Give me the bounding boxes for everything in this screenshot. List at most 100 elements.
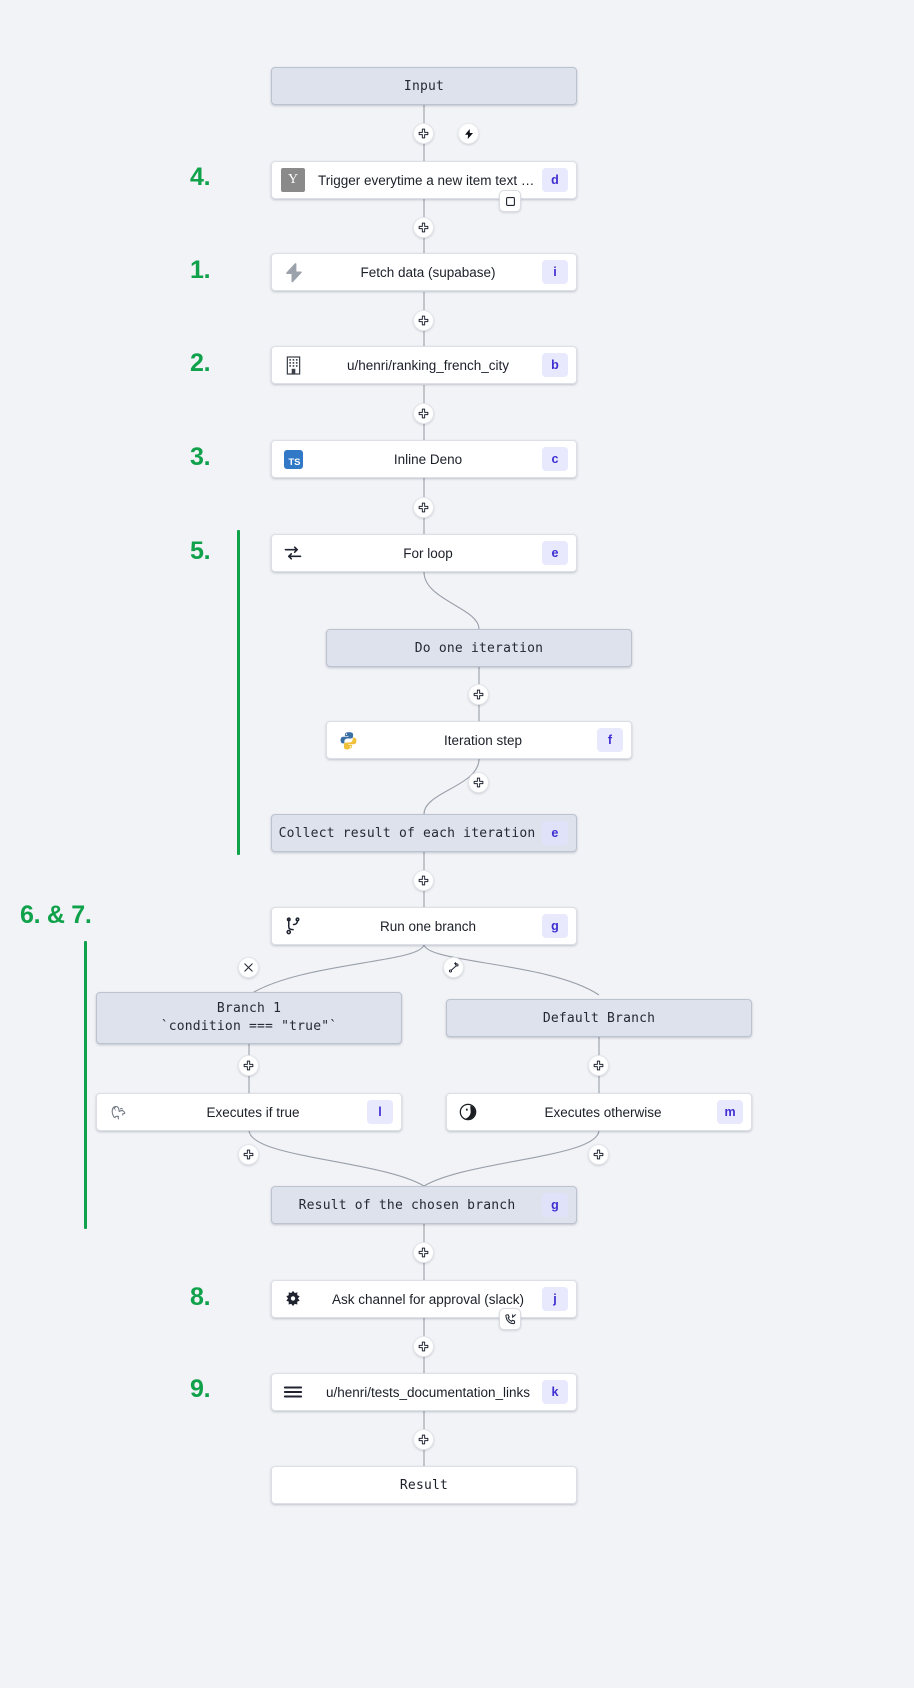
add-step-handle-after-tests-docs[interactable] (413, 1429, 434, 1450)
node-iteration-step[interactable]: Iteration step f (326, 721, 632, 759)
node-ranking-french-city-label: u/henri/ranking_french_city (346, 357, 510, 373)
node-ranking-french-city[interactable]: u/henri/ranking_french_city b (271, 346, 577, 384)
node-iteration-step-badge: f (597, 728, 623, 752)
node-result-of-chosen-branch[interactable]: Result of the chosen branch g (271, 1186, 577, 1224)
delete-branch-handle[interactable] (238, 957, 259, 978)
plus-handle-icon (418, 1341, 429, 1352)
node-executes-otherwise-badge: m (717, 1100, 743, 1124)
plus-handle-icon (473, 689, 484, 700)
node-result-of-chosen-branch-badge: g (542, 1193, 568, 1217)
node-ask-approval-badge: j (542, 1287, 568, 1311)
node-run-one-branch-badge: g (542, 914, 568, 938)
node-ask-approval[interactable]: Ask channel for approval (slack) j (271, 1280, 577, 1318)
building-icon (272, 347, 314, 383)
node-run-one-branch[interactable]: Run one branch g (271, 907, 577, 945)
add-step-handle-after-ranking[interactable] (413, 403, 434, 424)
node-tests-documentation-links-badge: k (542, 1380, 568, 1404)
node-result-label: Result (399, 1477, 449, 1493)
node-run-one-branch-label: Run one branch (379, 918, 477, 934)
node-input[interactable]: Input (271, 67, 577, 105)
typescript-icon: TS (272, 441, 314, 477)
node-default-branch[interactable]: Default Branch (446, 999, 752, 1037)
add-step-handle-after-iteration[interactable] (468, 772, 489, 793)
gear-icon-glyph (286, 1290, 300, 1306)
step-number-2: 2. (190, 349, 211, 377)
node-inline-deno[interactable]: TS Inline Deno c (271, 440, 577, 478)
node-trigger[interactable]: Y Trigger everytime a new item text o… d (271, 161, 577, 199)
add-step-handle-after-chosen[interactable] (413, 1242, 434, 1263)
add-step-handle-after-trigger[interactable] (413, 217, 434, 238)
node-inline-deno-badge: c (542, 447, 568, 471)
step-number-1: 1. (190, 256, 211, 284)
plus-handle-icon (418, 128, 429, 139)
step-number-8: 8. (190, 1283, 211, 1311)
trigger-bolt-handle[interactable] (458, 123, 479, 144)
node-branch-1-condition: `condition === "true"` (160, 1019, 338, 1034)
node-executes-otherwise-label: Executes otherwise (544, 1104, 662, 1120)
yaml-y-icon: Y (272, 162, 314, 198)
node-result-of-chosen-branch-label: Result of the chosen branch (298, 1197, 516, 1213)
node-fetch-data-label: Fetch data (supabase) (360, 264, 496, 280)
incoming-call-icon (504, 1313, 516, 1324)
node-branch-1[interactable]: Branch 1 `condition === "true"` (96, 992, 402, 1044)
python-icon (327, 722, 369, 758)
plus-handle-icon (418, 315, 429, 326)
node-for-loop-label: For loop (403, 545, 453, 561)
branch-fork-icon-glyph (285, 916, 299, 934)
step-number-9: 9. (190, 1375, 211, 1403)
step-number-4: 4. (190, 163, 211, 191)
node-for-loop[interactable]: For loop e (271, 534, 577, 572)
node-ranking-french-city-badge: b (542, 353, 568, 377)
node-executes-if-true[interactable]: Executes if true l (96, 1093, 402, 1131)
bolt-handle-icon (464, 128, 473, 139)
deno-icon-glyph (459, 1103, 477, 1121)
node-for-loop-badge: e (542, 541, 568, 565)
deno-icon (447, 1094, 489, 1130)
plus-handle-icon (243, 1060, 254, 1071)
loop-arrows-icon (272, 535, 314, 571)
add-step-handle-after-otherwise[interactable] (588, 1144, 609, 1165)
add-step-handle-after-input[interactable] (413, 123, 434, 144)
postgresql-icon-glyph (111, 1105, 126, 1120)
node-executes-otherwise[interactable]: Executes otherwise m (446, 1093, 752, 1131)
node-tests-documentation-links[interactable]: u/henri/tests_documentation_links k (271, 1373, 577, 1411)
step-bracket-loop (237, 530, 240, 855)
add-step-handle-after-collect[interactable] (413, 870, 434, 891)
plus-handle-icon (593, 1149, 604, 1160)
add-step-handle-after-if-true[interactable] (238, 1144, 259, 1165)
node-fetch-data[interactable]: Fetch data (supabase) i (271, 253, 577, 291)
add-branch-handle[interactable] (443, 957, 464, 978)
node-collect-result-label: Collect result of each iteration (278, 825, 536, 841)
trigger-stop-button[interactable] (499, 190, 521, 212)
add-step-handle-after-fetch[interactable] (413, 310, 434, 331)
plus-handle-icon (243, 1149, 254, 1160)
add-step-handle-after-deno[interactable] (413, 497, 434, 518)
node-iteration-step-label: Iteration step (443, 732, 523, 748)
node-collect-result[interactable]: Collect result of each iteration e (271, 814, 577, 852)
hamburger-lines-icon (272, 1374, 314, 1410)
step-bracket-branch (84, 941, 87, 1229)
node-do-one-iteration[interactable]: Do one iteration (326, 629, 632, 667)
add-step-handle-default-branch[interactable] (588, 1055, 609, 1076)
plus-handle-icon (418, 1247, 429, 1258)
plus-handle-icon (418, 875, 429, 886)
node-ask-approval-label: Ask channel for approval (slack) (331, 1291, 525, 1307)
add-step-handle-after-approval[interactable] (413, 1336, 434, 1357)
add-step-handle-in-loop[interactable] (468, 684, 489, 705)
node-default-branch-label: Default Branch (542, 1010, 656, 1026)
add-step-handle-branch-1[interactable] (238, 1055, 259, 1076)
plus-handle-icon (418, 1434, 429, 1445)
branch-fork-icon (272, 908, 314, 944)
supabase-bolt-icon (272, 254, 314, 290)
python-icon-glyph (340, 731, 356, 750)
node-inline-deno-label: Inline Deno (393, 451, 463, 467)
plus-handle-icon (418, 502, 429, 513)
approval-callback-button[interactable] (499, 1308, 521, 1330)
gear-icon (272, 1281, 314, 1317)
plus-handle-icon (473, 777, 484, 788)
node-result[interactable]: Result (271, 1466, 577, 1504)
node-collect-result-badge: e (542, 821, 568, 845)
node-fetch-data-badge: i (542, 260, 568, 284)
step-number-6-and-7: 6. & 7. (20, 901, 92, 929)
